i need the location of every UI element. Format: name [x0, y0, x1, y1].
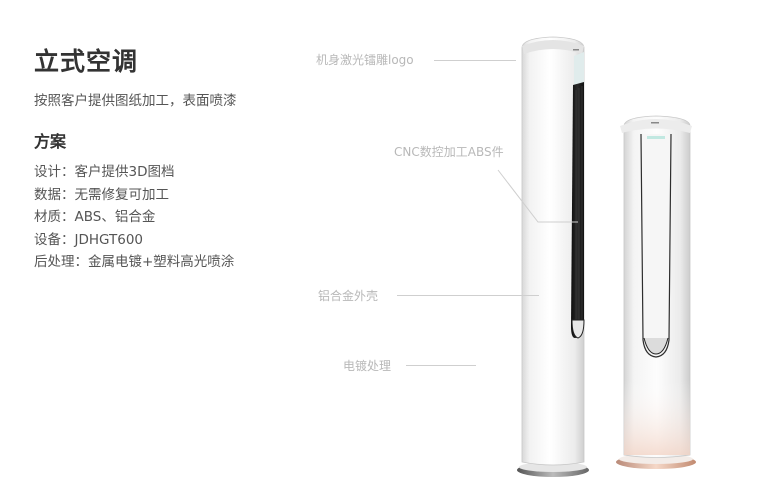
- spec-post-processing: 后处理：金属电镀+塑料高光喷涂: [34, 251, 234, 274]
- spec-equipment: 设备：JDHGT600: [34, 229, 234, 252]
- spec-material: 材质：ABS、铝合金: [34, 206, 234, 229]
- callout-cnc: CNC数控加工ABS件: [394, 145, 504, 159]
- spec-value: 金属电镀+塑料高光喷涂: [88, 254, 235, 270]
- page-subtitle: 按照客户提供图纸加工，表面喷漆: [34, 93, 237, 109]
- spec-data: 数据：无需修复可加工: [34, 184, 234, 207]
- spec-value: ABS、铝合金: [74, 209, 156, 225]
- callout-shell: 铝合金外壳: [318, 289, 379, 303]
- tall-air-conditioner: [517, 36, 589, 477]
- leader-plating: [406, 365, 476, 366]
- short-air-conditioner: [616, 115, 696, 469]
- callout-plating: 电镀处理: [343, 359, 392, 373]
- spec-label: 设计：: [34, 164, 75, 180]
- page-title: 立式空调: [34, 47, 139, 76]
- spec-design: 设计：客户提供3D图档: [34, 161, 234, 184]
- plan-heading: 方案: [34, 132, 67, 151]
- spec-value: 无需修复可加工: [74, 186, 170, 203]
- spec-value: JDHGT600: [74, 231, 144, 248]
- spec-label: 后处理：: [34, 254, 88, 270]
- spec-label: 设备：: [34, 231, 75, 248]
- leader-logo: [434, 60, 516, 61]
- spec-list: 设计：客户提供3D图档 数据：无需修复可加工 材质：ABS、铝合金 设备：JDH…: [34, 161, 234, 274]
- leader-shell: [397, 295, 539, 296]
- spec-label: 数据：: [34, 186, 75, 203]
- spec-value: 客户提供3D图档: [74, 164, 175, 180]
- callout-logo: 机身激光镭雕logo: [316, 53, 414, 67]
- spec-label: 材质：: [34, 209, 75, 225]
